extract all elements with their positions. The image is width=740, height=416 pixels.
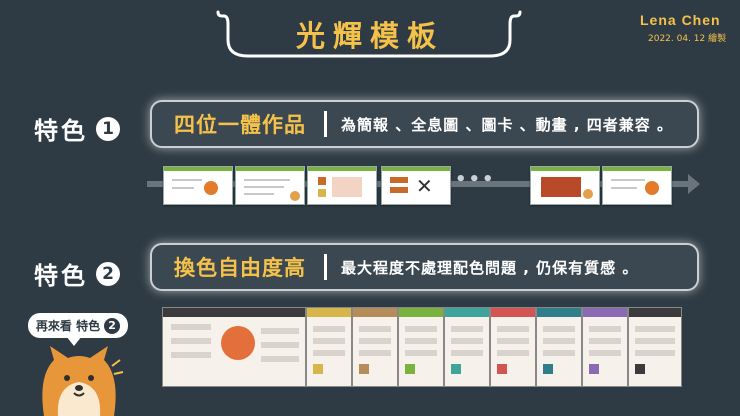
feature2-number: 2	[96, 261, 120, 286]
slide-thumb	[602, 166, 672, 205]
feature2-pill: 換色自由度高 最大程度不處理配色問題 , 仍保有質感 。	[150, 243, 699, 291]
page-title: 光輝模板	[295, 19, 444, 53]
feature1-main: 四位一體作品	[174, 113, 306, 137]
bubble-text: 再來看 特色	[35, 319, 101, 333]
cross-icon: ✕	[416, 174, 433, 198]
feature2-desc: 最大程度不處理配色問題 , 仍保有質感 。	[341, 258, 639, 277]
template-card-variant	[490, 307, 536, 387]
speech-bubble: 再來看 特色 2	[28, 313, 128, 338]
title-frame	[216, 10, 522, 58]
feature2-main: 換色自由度高	[174, 256, 306, 280]
template-card-variant	[352, 307, 398, 387]
timeline-arrow-icon	[688, 174, 700, 194]
slide-thumb	[163, 166, 233, 205]
bubble-number: 2	[104, 317, 121, 334]
feature2-label-text: 特色	[34, 262, 88, 290]
template-card-main	[162, 307, 306, 387]
author-name: Lena Chen	[640, 12, 721, 28]
template-card-variant	[628, 307, 682, 387]
feature1-divider	[324, 111, 327, 137]
feature1-number: 1	[96, 116, 120, 141]
slide-thumb	[530, 166, 600, 205]
feature1-label: 特色 1	[34, 111, 120, 146]
ellipsis-icon: •••	[455, 169, 496, 190]
slide-thumb: ✕	[381, 166, 451, 205]
date-label: 2022. 04. 12 繪製	[648, 34, 727, 44]
template-card-variant	[444, 307, 490, 387]
feature2-label: 特色 2	[34, 256, 120, 291]
template-card-variant	[306, 307, 352, 387]
template-card-variant	[582, 307, 628, 387]
speech-bubble-tail	[66, 336, 82, 346]
slide-thumb	[235, 166, 305, 205]
slide-thumb	[307, 166, 377, 205]
feature2-divider	[324, 254, 327, 280]
shiba-mascot-icon	[42, 346, 124, 416]
feature1-desc: 為簡報 、全息圖 、圖卡 、動畫 , 四者兼容 。	[341, 115, 674, 134]
template-card-variant	[536, 307, 582, 387]
template-card-variant	[398, 307, 444, 387]
feature1-pill: 四位一體作品 為簡報 、全息圖 、圖卡 、動畫 , 四者兼容 。	[150, 100, 699, 148]
feature1-label-text: 特色	[34, 117, 88, 145]
